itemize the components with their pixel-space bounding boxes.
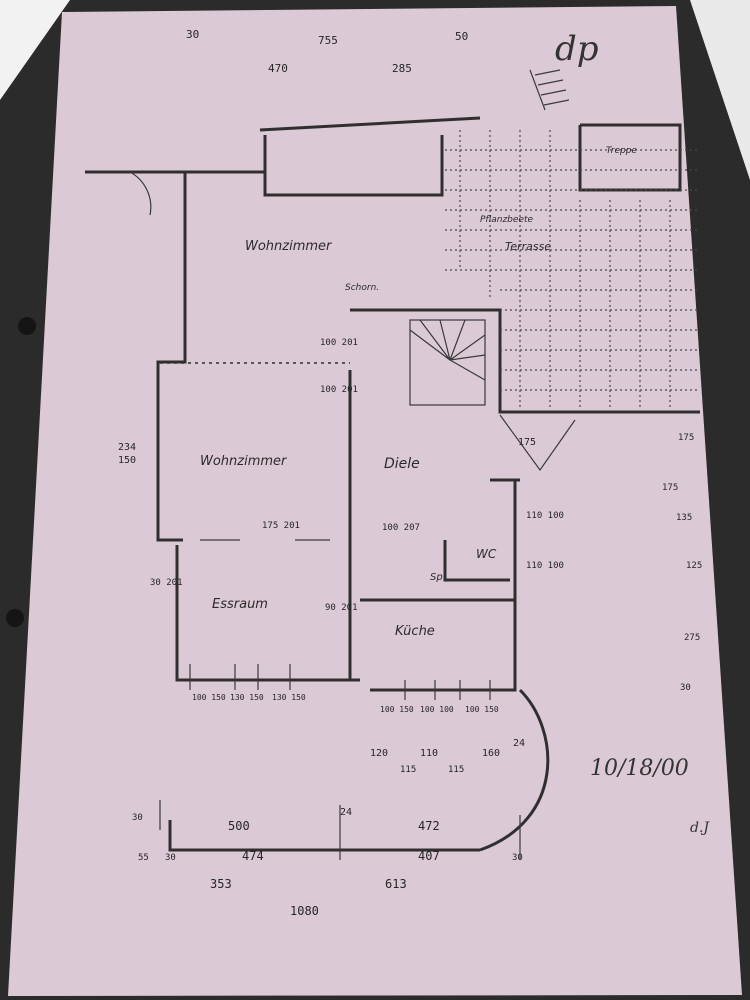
dim-bottom-160: 160 bbox=[482, 748, 500, 759]
dim-bottom-30b: 30 bbox=[165, 853, 176, 863]
dim-bottom-120: 120 bbox=[370, 748, 388, 759]
punch-hole bbox=[6, 609, 24, 627]
opening-1: 100 201 bbox=[320, 338, 358, 348]
dim-top-755: 755 bbox=[318, 34, 338, 47]
room-pflanzen: Pflanzbeete bbox=[480, 215, 534, 225]
dim-top-50: 50 bbox=[455, 30, 468, 43]
room-sp: Sp bbox=[430, 572, 443, 583]
dim-bottom-474: 474 bbox=[242, 849, 264, 863]
opening-9: 30 201 bbox=[150, 578, 183, 588]
dim-bottom-30c: 30 bbox=[512, 853, 523, 863]
room-terrasse: Terrasse bbox=[505, 240, 551, 253]
window-width-1: 100 150 bbox=[192, 693, 226, 702]
dim-bottom-613: 613 bbox=[385, 877, 407, 891]
dim-top-30: 30 bbox=[186, 28, 199, 41]
dim-bottom-24a: 24 bbox=[340, 807, 352, 818]
dim-right-1: 175 bbox=[678, 433, 694, 443]
dim-bottom-353: 353 bbox=[210, 877, 232, 891]
dim-right-2: 175 bbox=[662, 483, 678, 493]
opening-8: 175 bbox=[518, 437, 536, 448]
room-kueche: Küche bbox=[395, 624, 435, 639]
window-width-2: 130 150 bbox=[230, 693, 264, 702]
paper bbox=[8, 6, 742, 996]
dim-bottom-115a: 115 bbox=[400, 765, 416, 775]
opening-3: 175 201 bbox=[262, 521, 300, 531]
opening-6: 110 100 bbox=[526, 511, 564, 521]
dim-bottom-110: 110 bbox=[420, 748, 438, 759]
stair-symbol bbox=[409, 69, 570, 406]
opening-2: 100 201 bbox=[320, 385, 358, 395]
dim-left-150: 150 bbox=[118, 455, 136, 466]
handwritten-initials: d.J bbox=[690, 820, 710, 836]
window-width-4: 100 150 bbox=[380, 705, 414, 714]
dim-bottom-55: 55 bbox=[138, 853, 149, 863]
opening-4: 90 201 bbox=[325, 603, 358, 613]
dim-right-3: 135 bbox=[676, 513, 692, 523]
room-wohnzimmer: Wohnzimmer bbox=[200, 454, 288, 469]
handwritten-signature-top: dp bbox=[555, 29, 599, 69]
dim-right-6: 30 bbox=[680, 683, 691, 693]
room-essraum: Essraum bbox=[212, 597, 268, 612]
dim-right-5: 275 bbox=[684, 633, 700, 643]
room-schornstein: Schorn. bbox=[345, 283, 379, 293]
window-width-3: 130 150 bbox=[272, 693, 306, 702]
handwritten-date: 10/18/00 bbox=[590, 756, 689, 781]
opening-7: 110 100 bbox=[526, 561, 564, 571]
dim-bottom-24b: 24 bbox=[513, 738, 525, 749]
room-treppe: Treppe bbox=[606, 146, 637, 156]
dim-bottom-500: 500 bbox=[228, 819, 250, 833]
dim-right-4: 125 bbox=[686, 561, 702, 571]
room-wohnzimmer-top: Wohnzimmer bbox=[245, 239, 333, 254]
window-width-6: 100 150 bbox=[465, 705, 499, 714]
dim-left-234: 234 bbox=[118, 442, 136, 453]
punch-hole bbox=[18, 317, 36, 335]
room-wc: WC bbox=[476, 547, 497, 561]
dim-bottom-407: 407 bbox=[418, 849, 440, 863]
window-marks bbox=[159, 664, 521, 860]
dim-bottom-472: 472 bbox=[418, 819, 440, 833]
door-swings bbox=[129, 171, 576, 541]
dim-top-470: 470 bbox=[268, 62, 288, 75]
room-diele: Diele bbox=[384, 456, 420, 472]
dim-bottom-1080: 1080 bbox=[290, 904, 319, 918]
walls bbox=[85, 116, 700, 852]
window-width-5: 100 100 bbox=[420, 705, 454, 714]
dim-top-285: 285 bbox=[392, 62, 412, 75]
dim-bottom-115b: 115 bbox=[448, 765, 464, 775]
opening-5: 100 207 bbox=[382, 523, 420, 533]
terrace-pattern bbox=[445, 130, 700, 410]
dim-bottom-30a: 30 bbox=[132, 813, 143, 823]
